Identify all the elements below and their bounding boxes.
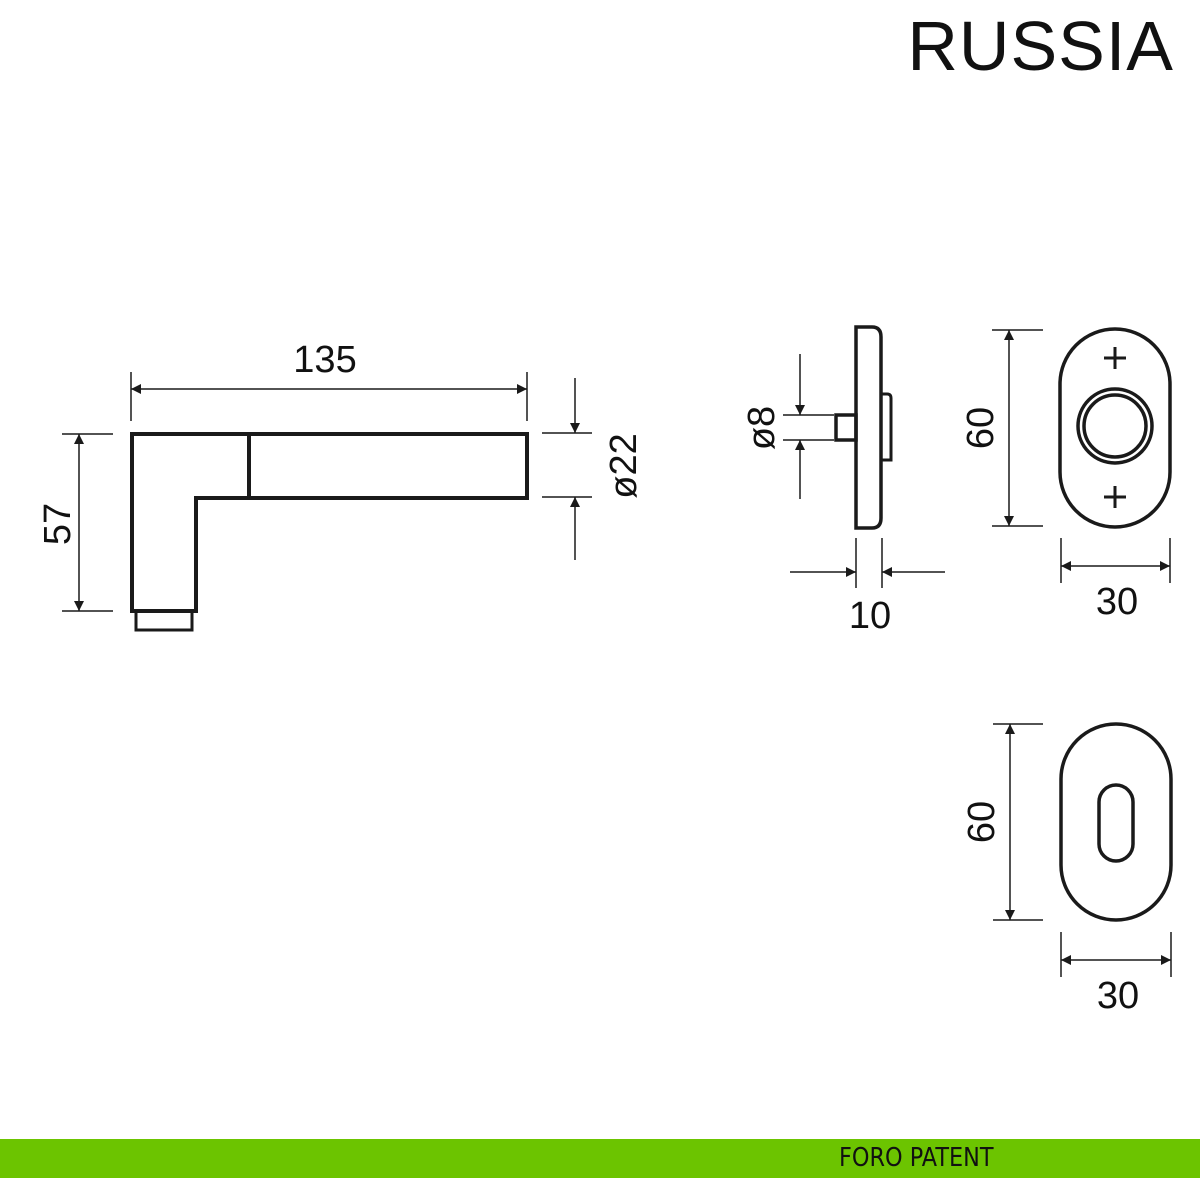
rosette-side-outline <box>854 325 883 530</box>
footer-bar: FORO PATENT <box>0 1139 1200 1178</box>
rosette-dim-30-label: 30 <box>1096 581 1138 623</box>
escutcheon-dim-30-label: 30 <box>1097 975 1139 1017</box>
dim-8-label: ø8 <box>741 406 783 450</box>
rosette-front-view <box>992 327 1172 583</box>
spindle-stub <box>834 413 858 442</box>
rosette-dim-60-label: 60 <box>960 407 1002 449</box>
escutcheon-front-view <box>993 722 1173 977</box>
rosette-front-outline <box>1058 327 1172 529</box>
screw-mark-top-icon <box>1104 347 1126 369</box>
handle-neck <box>134 609 194 632</box>
escutcheon-outline <box>1059 722 1173 922</box>
keyhole-slot <box>1097 783 1135 863</box>
handle-side-view <box>62 372 592 632</box>
dim-57-label: 57 <box>37 503 79 545</box>
escutcheon-dim-60-label: 60 <box>961 801 1003 843</box>
rosette-ring-inner <box>1082 393 1148 459</box>
rosette-side-boss <box>881 392 893 462</box>
model-title: RUSSIA <box>907 7 1174 85</box>
rosette-side-view <box>783 325 945 588</box>
rosette-ring-outer <box>1076 387 1154 465</box>
dim-22-label: ø22 <box>603 433 645 498</box>
handle-outline <box>130 432 529 613</box>
screw-mark-bottom-icon <box>1104 486 1126 508</box>
dim-135-label: 135 <box>293 339 356 381</box>
dim-10-label: 10 <box>849 595 891 637</box>
footer-label: FORO PATENT <box>839 1143 994 1173</box>
